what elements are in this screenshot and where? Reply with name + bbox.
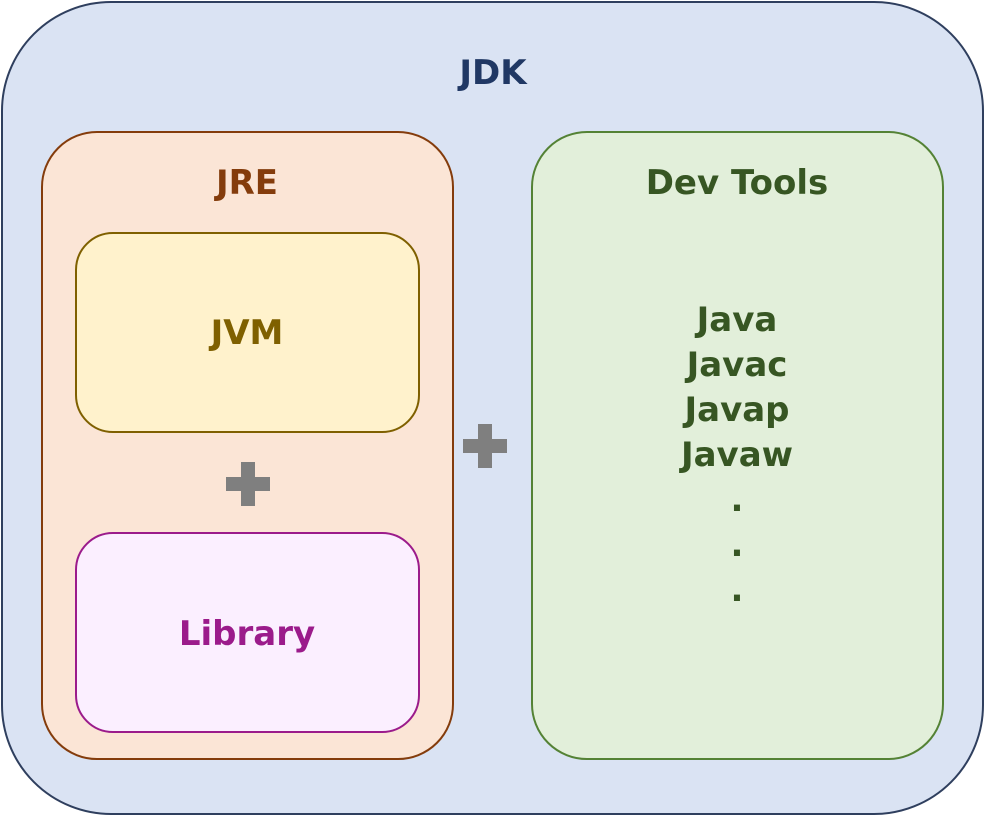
dev-tool-item: Java <box>696 300 778 340</box>
plus-icon <box>463 424 507 468</box>
ellipsis-dot: . <box>730 480 744 520</box>
dev-tool-item: Javac <box>686 345 788 385</box>
dev-tool-item: Javaw <box>680 435 794 475</box>
dev-tools-label: Dev Tools <box>645 163 829 203</box>
jdk-label: JDK <box>459 53 527 93</box>
ellipsis-dot: . <box>730 570 744 610</box>
dev-tools-list: Java Javac Javap Javaw . . . <box>681 298 793 613</box>
library-box <box>75 532 420 733</box>
jvm-label: JVM <box>210 313 284 353</box>
jvm-box <box>75 232 420 433</box>
dev-tool-item: Javap <box>684 390 790 430</box>
plus-icon <box>226 462 270 506</box>
library-label: Library <box>178 614 316 654</box>
dev-tools-container <box>531 131 944 760</box>
jre-label: JRE <box>215 163 279 203</box>
ellipsis-dot: . <box>730 525 744 565</box>
